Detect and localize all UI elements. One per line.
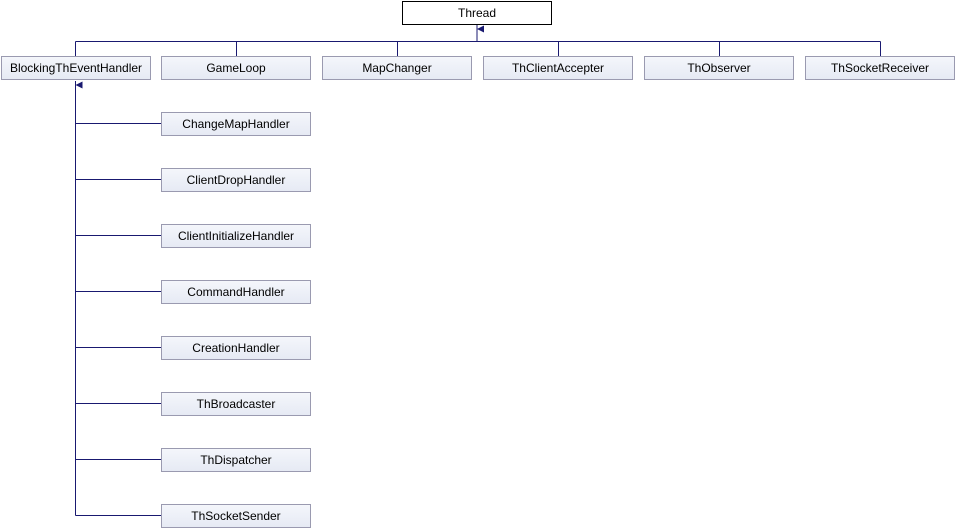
class-node-th-client-accepter[interactable]: ThClientAccepter [483, 56, 633, 80]
class-node-th-dispatcher[interactable]: ThDispatcher [161, 448, 311, 472]
class-node-creation-handler[interactable]: CreationHandler [161, 336, 311, 360]
class-node-change-map-handler[interactable]: ChangeMapHandler [161, 112, 311, 136]
thread-edges [75, 25, 881, 56]
class-node-game-loop[interactable]: GameLoop [161, 56, 311, 80]
class-node-map-changer[interactable]: MapChanger [322, 56, 472, 80]
class-node-th-socket-sender[interactable]: ThSocketSender [161, 504, 311, 528]
class-node-th-observer[interactable]: ThObserver [644, 56, 794, 80]
class-node-thread[interactable]: Thread [402, 1, 552, 25]
class-node-client-drop-handler[interactable]: ClientDropHandler [161, 168, 311, 192]
class-node-blocking-th-event-handler[interactable]: BlockingThEventHandler [1, 56, 151, 80]
class-node-command-handler[interactable]: CommandHandler [161, 280, 311, 304]
class-node-th-broadcaster[interactable]: ThBroadcaster [161, 392, 311, 416]
class-node-client-initialize-handler[interactable]: ClientInitializeHandler [161, 224, 311, 248]
blocking-edges [75, 81, 161, 516]
class-node-th-socket-receiver[interactable]: ThSocketReceiver [805, 56, 955, 80]
